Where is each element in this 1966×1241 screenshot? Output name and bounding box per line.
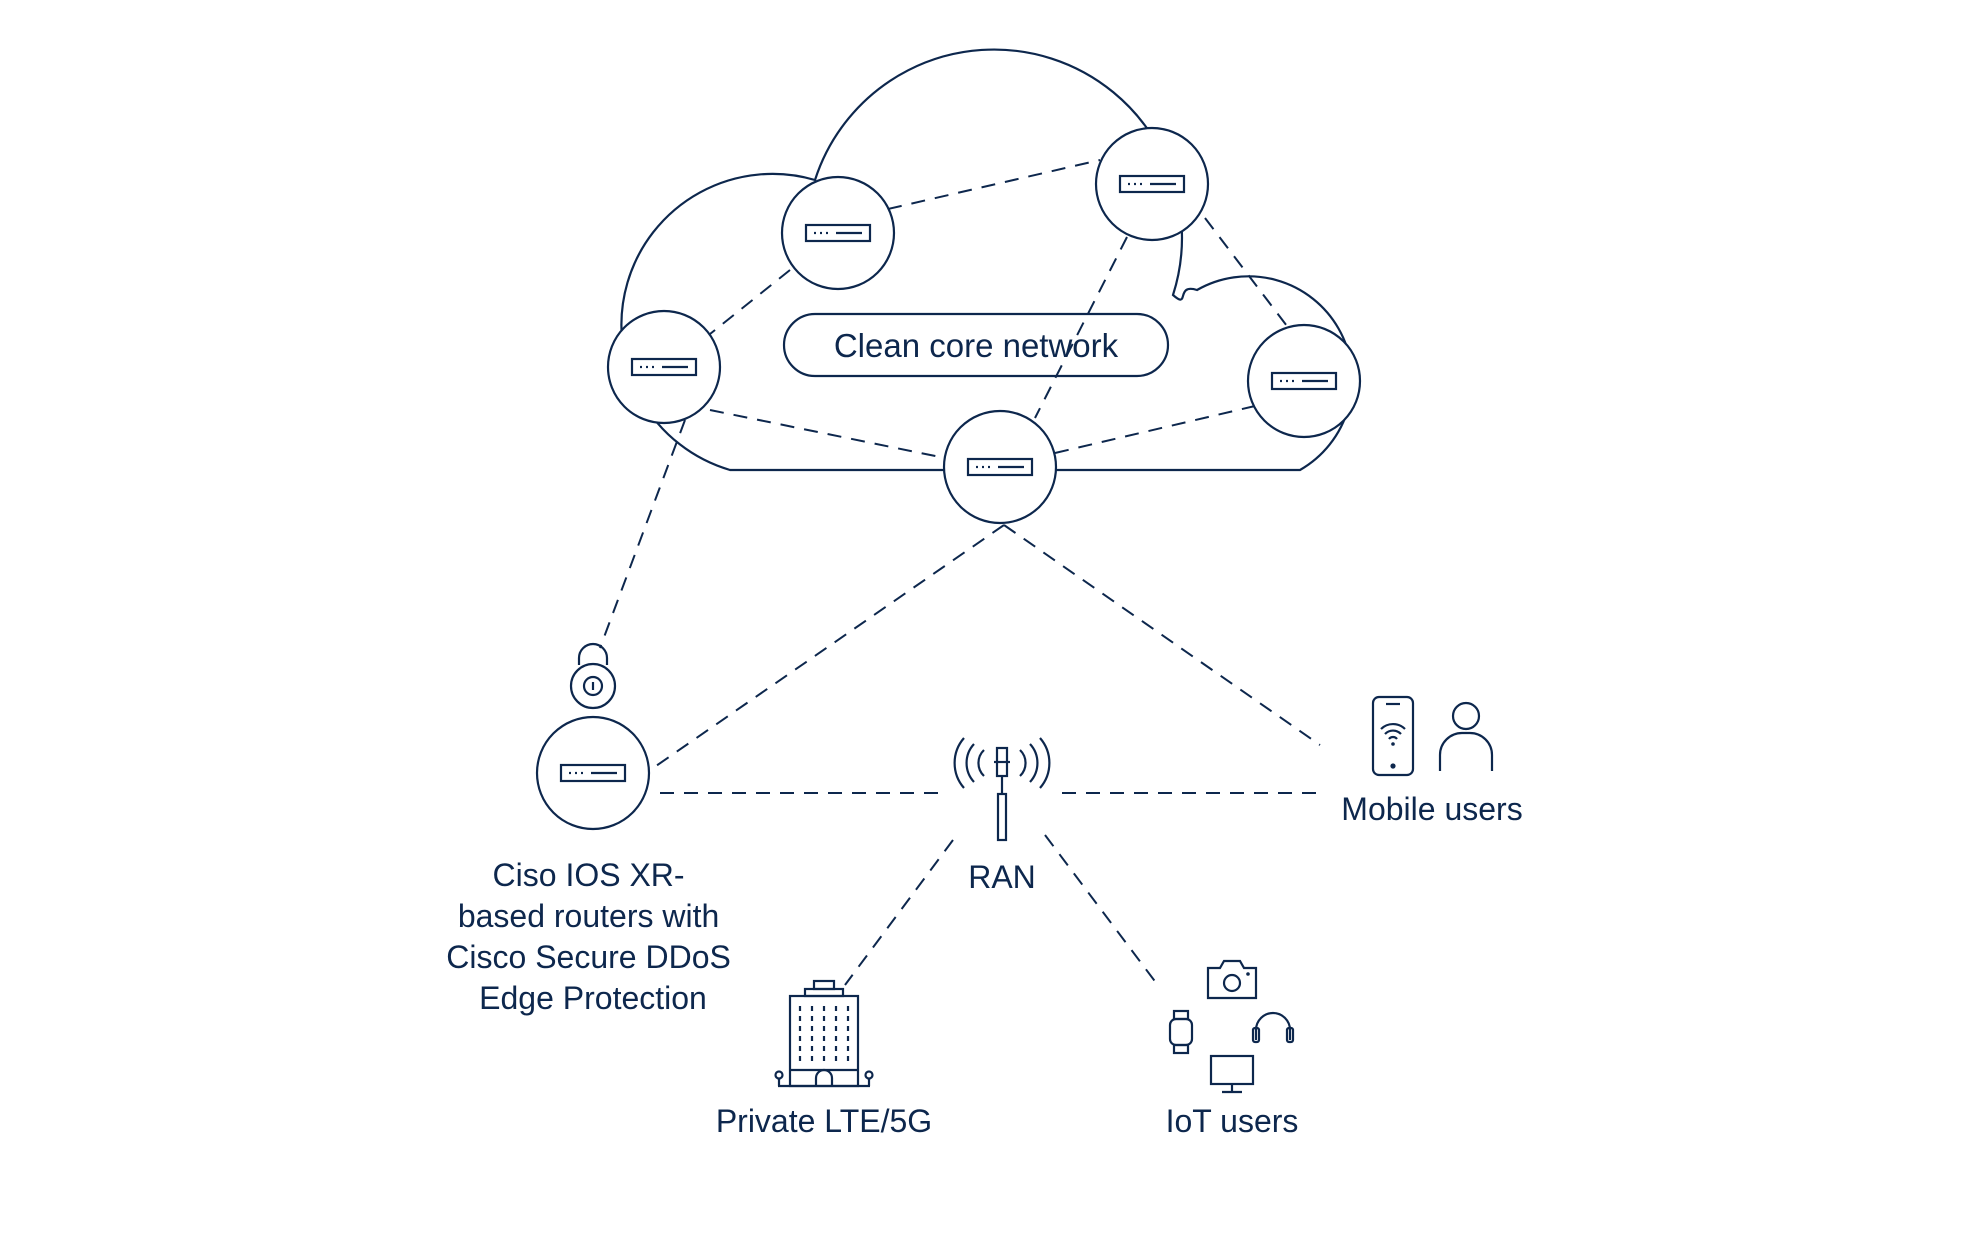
core-network-text: Clean core network [834,327,1119,364]
monitor-icon [1209,1054,1255,1094]
edge-router-label-line-4: Edge Protection [479,980,707,1016]
ran-label: RAN [968,859,1036,895]
core-network-label: Clean core network [782,312,1170,378]
router-icon [630,357,698,377]
core-links [709,159,1291,459]
camera-icon [1206,959,1258,1000]
router-icon [559,763,627,783]
smartphone-icon [1371,695,1415,777]
edge-router-label: Ciso IOS XR- based routers with Cisco Se… [446,857,739,1016]
office-building-icon [774,979,874,1088]
headphones-icon [1251,1011,1295,1044]
router-icon [966,457,1034,477]
core-cloud-outline [620,48,1354,472]
edge-router-node [535,715,651,831]
router-node-left [606,309,722,425]
mobile-users-label: Mobile users [1341,791,1522,827]
router-node-top-left [780,175,896,291]
router-icon [804,223,872,243]
router-node-right [1246,323,1362,439]
smartwatch-icon [1168,1009,1194,1055]
iot-users-label: IoT users [1166,1103,1299,1139]
router-icon [1270,371,1338,391]
edge-router-label-line-3: Cisco Secure DDoS [446,939,731,975]
private-lte-label: Private LTE/5G [716,1103,932,1139]
router-node-bottom-center [942,409,1058,525]
cell-tower-icon [953,737,1051,842]
router-node-top-right [1094,126,1210,242]
access-links [599,419,1321,989]
lock-icon [569,642,617,710]
person-icon [1438,701,1494,771]
edge-router-label-line-1: Ciso IOS XR- [493,857,685,893]
router-icon [1118,174,1186,194]
edge-router-label-line-2: based routers with [458,898,719,934]
